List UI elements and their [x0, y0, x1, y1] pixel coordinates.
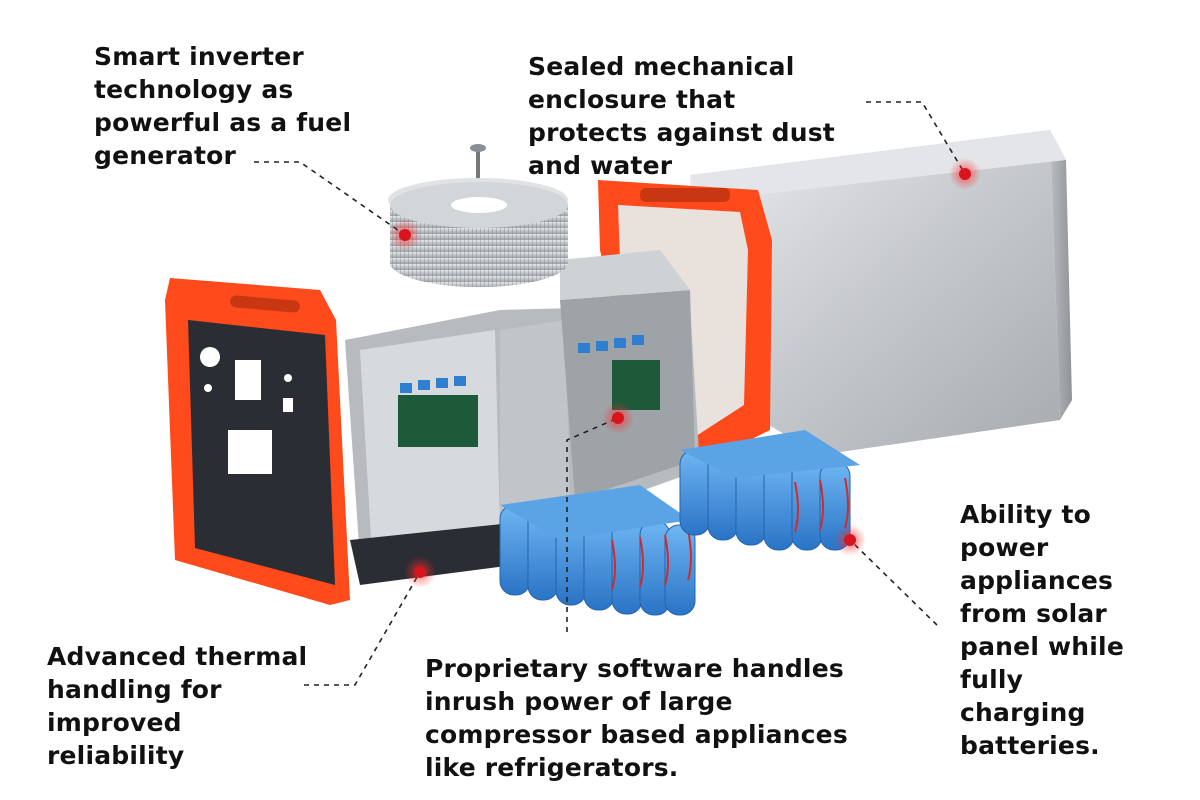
leader-enclosure — [866, 101, 966, 175]
callout-enclosure: Sealed mechanical enclosure that protect… — [528, 52, 835, 180]
marker-solar — [834, 524, 866, 556]
leader-lines — [254, 101, 966, 686]
battery-pack-front — [499, 485, 696, 616]
sealed-enclosure — [690, 130, 1072, 455]
marker-enclosure — [949, 158, 981, 190]
battery-pack-rear — [679, 430, 860, 551]
callout-markers — [389, 158, 981, 588]
leader-thermal — [304, 571, 421, 686]
leader-solar — [849, 539, 938, 626]
callout-software: Proprietary software handles inrush powe… — [425, 654, 848, 782]
leader-inverter — [254, 161, 406, 236]
callout-solar: Ability to power appliances from solar p… — [960, 500, 1124, 760]
callout-thermal: Advanced thermal handling for improved r… — [47, 642, 308, 770]
inverter-coil — [388, 144, 568, 288]
front-panel — [165, 278, 350, 605]
marker-software — [602, 402, 634, 434]
callout-inverter: Smart inverter technology as powerful as… — [94, 42, 352, 170]
marker-inverter — [389, 219, 421, 251]
chassis — [345, 250, 700, 585]
marker-thermal — [404, 556, 436, 588]
leader-software — [566, 417, 619, 632]
